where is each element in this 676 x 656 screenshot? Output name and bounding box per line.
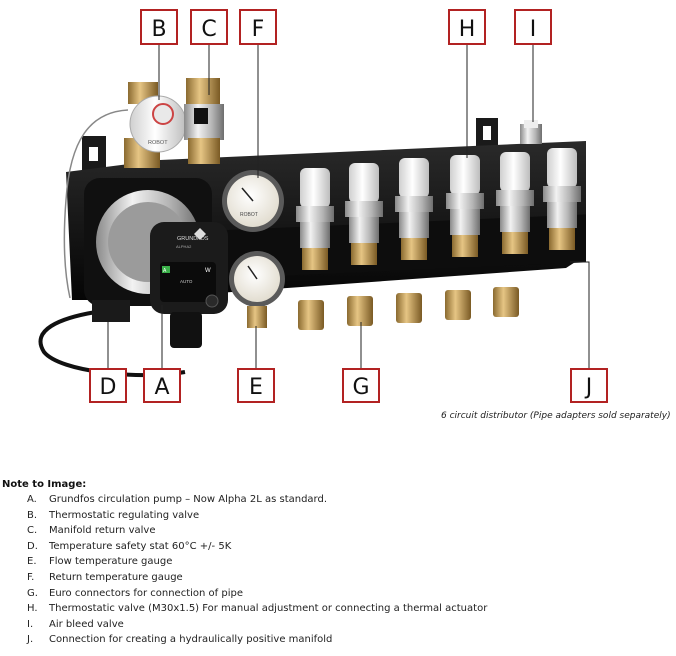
note-key: G. — [27, 587, 38, 599]
callout-f: F — [239, 9, 277, 45]
note-key: E. — [27, 556, 37, 568]
mounting-bracket-right — [476, 118, 498, 150]
power-cable — [38, 310, 186, 378]
callout-g: G — [342, 368, 380, 403]
manifold-diagram: GRUNDFOS ALPHA2 A W AUTO ROBOT ROBOT — [38, 9, 608, 403]
pump-auto-label: AUTO — [180, 279, 193, 284]
air-bleed-valve — [520, 120, 542, 144]
figure-caption: 6 circuit distributor (Pipe adapters sol… — [441, 411, 671, 421]
note-key: I. — [27, 618, 34, 630]
note-key: C. — [27, 525, 38, 537]
callout-c: C — [190, 9, 228, 45]
note-text: Euro connectors for connection of pipe — [49, 587, 243, 599]
svg-text:B: B — [151, 17, 166, 42]
note-key: H. — [27, 603, 38, 615]
callout-e: E — [237, 368, 275, 403]
svg-text:C: C — [201, 17, 216, 42]
callout-b: B — [140, 9, 178, 45]
svg-text:G: G — [352, 375, 369, 400]
svg-text:D: D — [100, 375, 117, 400]
svg-text:J: J — [584, 375, 593, 400]
return-valve — [184, 78, 224, 164]
pump-model: ALPHA2 — [176, 244, 192, 249]
svg-text:E: E — [249, 375, 263, 400]
gauge-brand: ROBOT — [240, 212, 258, 218]
note-text: Flow temperature gauge — [49, 556, 173, 568]
note-text: Thermostatic regulating valve — [49, 509, 200, 521]
leader-lines — [107, 43, 590, 370]
note-text: Thermostatic valve (M30x1.5) For manual … — [49, 603, 488, 615]
callout-h: H — [448, 9, 486, 45]
safety-stat — [92, 300, 130, 322]
note-key: B. — [27, 509, 38, 521]
note-key: A. — [27, 494, 37, 505]
return-gauge: ROBOT — [222, 170, 284, 232]
lower-manifold-bar — [200, 214, 586, 280]
svg-text:H: H — [459, 17, 476, 42]
mounting-bracket-left — [82, 136, 106, 172]
callout-j: J — [570, 368, 608, 403]
callout-a: A — [143, 368, 181, 403]
svg-text:I: I — [530, 17, 537, 42]
pump-button — [205, 294, 219, 308]
svg-text:F: F — [252, 17, 265, 42]
svg-text:A: A — [154, 375, 169, 400]
flow-gauge — [229, 251, 285, 328]
note-key: D. — [27, 540, 38, 552]
grundfos-pump: GRUNDFOS ALPHA2 A W AUTO — [84, 178, 228, 348]
callout-i: I — [514, 9, 552, 45]
notes-title: Note to Image: — [2, 479, 87, 490]
note-key: F. — [27, 571, 35, 583]
capillary-wire — [63, 109, 129, 299]
note-text: Manifold return valve — [49, 525, 156, 537]
euro-connectors — [298, 287, 519, 330]
pump-brand: GRUNDFOS — [177, 236, 209, 242]
note-key: J. — [27, 634, 34, 646]
note-text: Air bleed valve — [49, 618, 124, 630]
pump-display-w: W — [205, 268, 211, 274]
note-text: Grundfos circulation pump – Now Alpha 2L… — [49, 494, 328, 505]
regulating-valve: ROBOT — [124, 82, 187, 168]
valve-brand-1: ROBOT — [148, 140, 168, 146]
note-text: Return temperature gauge — [49, 571, 183, 583]
note-text: Temperature safety stat 60°C +/- 5K — [49, 540, 232, 552]
note-text: Connection for creating a hydraulically … — [49, 634, 333, 646]
pump-display-a: A — [163, 268, 167, 274]
callout-d: D — [89, 368, 127, 403]
thermostatic-valves — [296, 148, 581, 270]
